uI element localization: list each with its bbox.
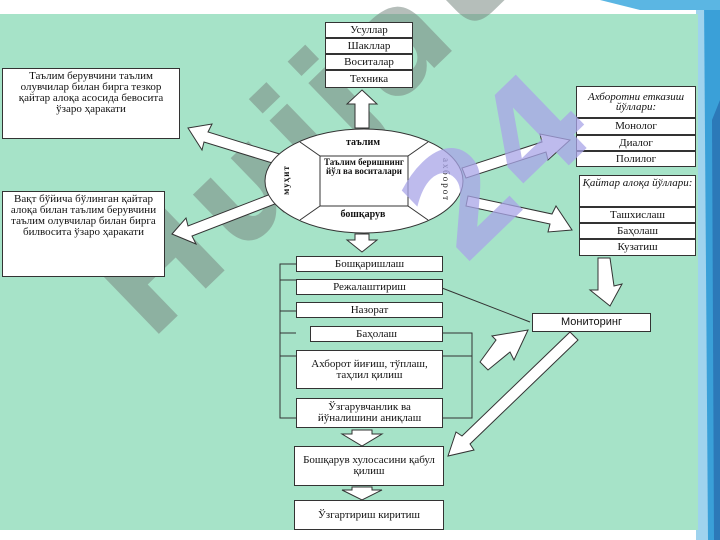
bracket-right bbox=[442, 332, 473, 419]
box-direct-interaction: Таълим берувчини таълим олувчилар билан … bbox=[2, 68, 180, 139]
ellipse-bottom-label: бошқарув bbox=[340, 209, 386, 220]
box-observing: Кузатиш bbox=[579, 239, 696, 256]
box-polylogue: Полилог bbox=[576, 151, 696, 167]
arrow-down-process bbox=[340, 429, 384, 447]
box-process-control: Назорат bbox=[296, 302, 443, 318]
arrow-to-monitoring bbox=[588, 257, 623, 307]
box-info-header: Ахборотни етказиш йўллари: bbox=[576, 86, 696, 118]
box-forms: Шакллар bbox=[325, 38, 413, 54]
connector-to-monitoring bbox=[441, 287, 531, 323]
box-process-leading: Бошқаришлаш bbox=[296, 256, 443, 272]
arrow-monitoring-to-process bbox=[479, 329, 529, 371]
arrow-down-ellipse bbox=[345, 233, 379, 253]
box-process-planning: Режалаштириш bbox=[296, 279, 443, 295]
box-monitoring: Мониторинг bbox=[532, 313, 651, 332]
box-dialogue: Диалог bbox=[576, 135, 696, 151]
box-decision: Бошқарув хулосасини қабул қилиш bbox=[294, 446, 444, 486]
box-indirect-interaction: Вақт бўйича бўлинган қайтар алоқа билан … bbox=[2, 191, 165, 277]
arrow-upper-right bbox=[461, 133, 572, 179]
box-process-assessment: Баҳолаш bbox=[310, 326, 443, 342]
arrow-monitoring-to-decision bbox=[447, 331, 579, 457]
box-feedback-header: Қайтар алоқа йўллари: bbox=[579, 175, 696, 207]
box-tools: Воситалар bbox=[325, 54, 413, 70]
box-change: Ўзгартириш киритиш bbox=[294, 500, 444, 530]
box-monologue: Монолог bbox=[576, 118, 696, 135]
box-diagnosing: Ташхислаш bbox=[579, 207, 696, 223]
box-assessing: Баҳолаш bbox=[579, 223, 696, 239]
arrow-down-decision bbox=[341, 486, 383, 501]
arrow-up bbox=[345, 89, 379, 129]
ellipse-center-label: Таълим беришнинг йўл ва воситалари bbox=[324, 157, 404, 176]
central-ellipse bbox=[264, 128, 464, 234]
box-technique: Техника bbox=[325, 70, 413, 88]
ellipse-left-label: муҳит bbox=[281, 165, 291, 195]
edge-top-stripe bbox=[600, 0, 720, 10]
bracket-left bbox=[279, 263, 296, 419]
arrow-lower-right bbox=[465, 195, 573, 233]
ellipse-top-label: таълим bbox=[345, 137, 381, 148]
box-process-variability: Ўзгарувчанлик ва йўналишини аниқлаш bbox=[296, 398, 443, 428]
edge-band-dark bbox=[712, 100, 720, 540]
box-process-information: Ахборот йиғиш, тўплаш, таҳлил қилиш bbox=[296, 350, 443, 389]
box-methods: Усуллар bbox=[325, 22, 413, 38]
